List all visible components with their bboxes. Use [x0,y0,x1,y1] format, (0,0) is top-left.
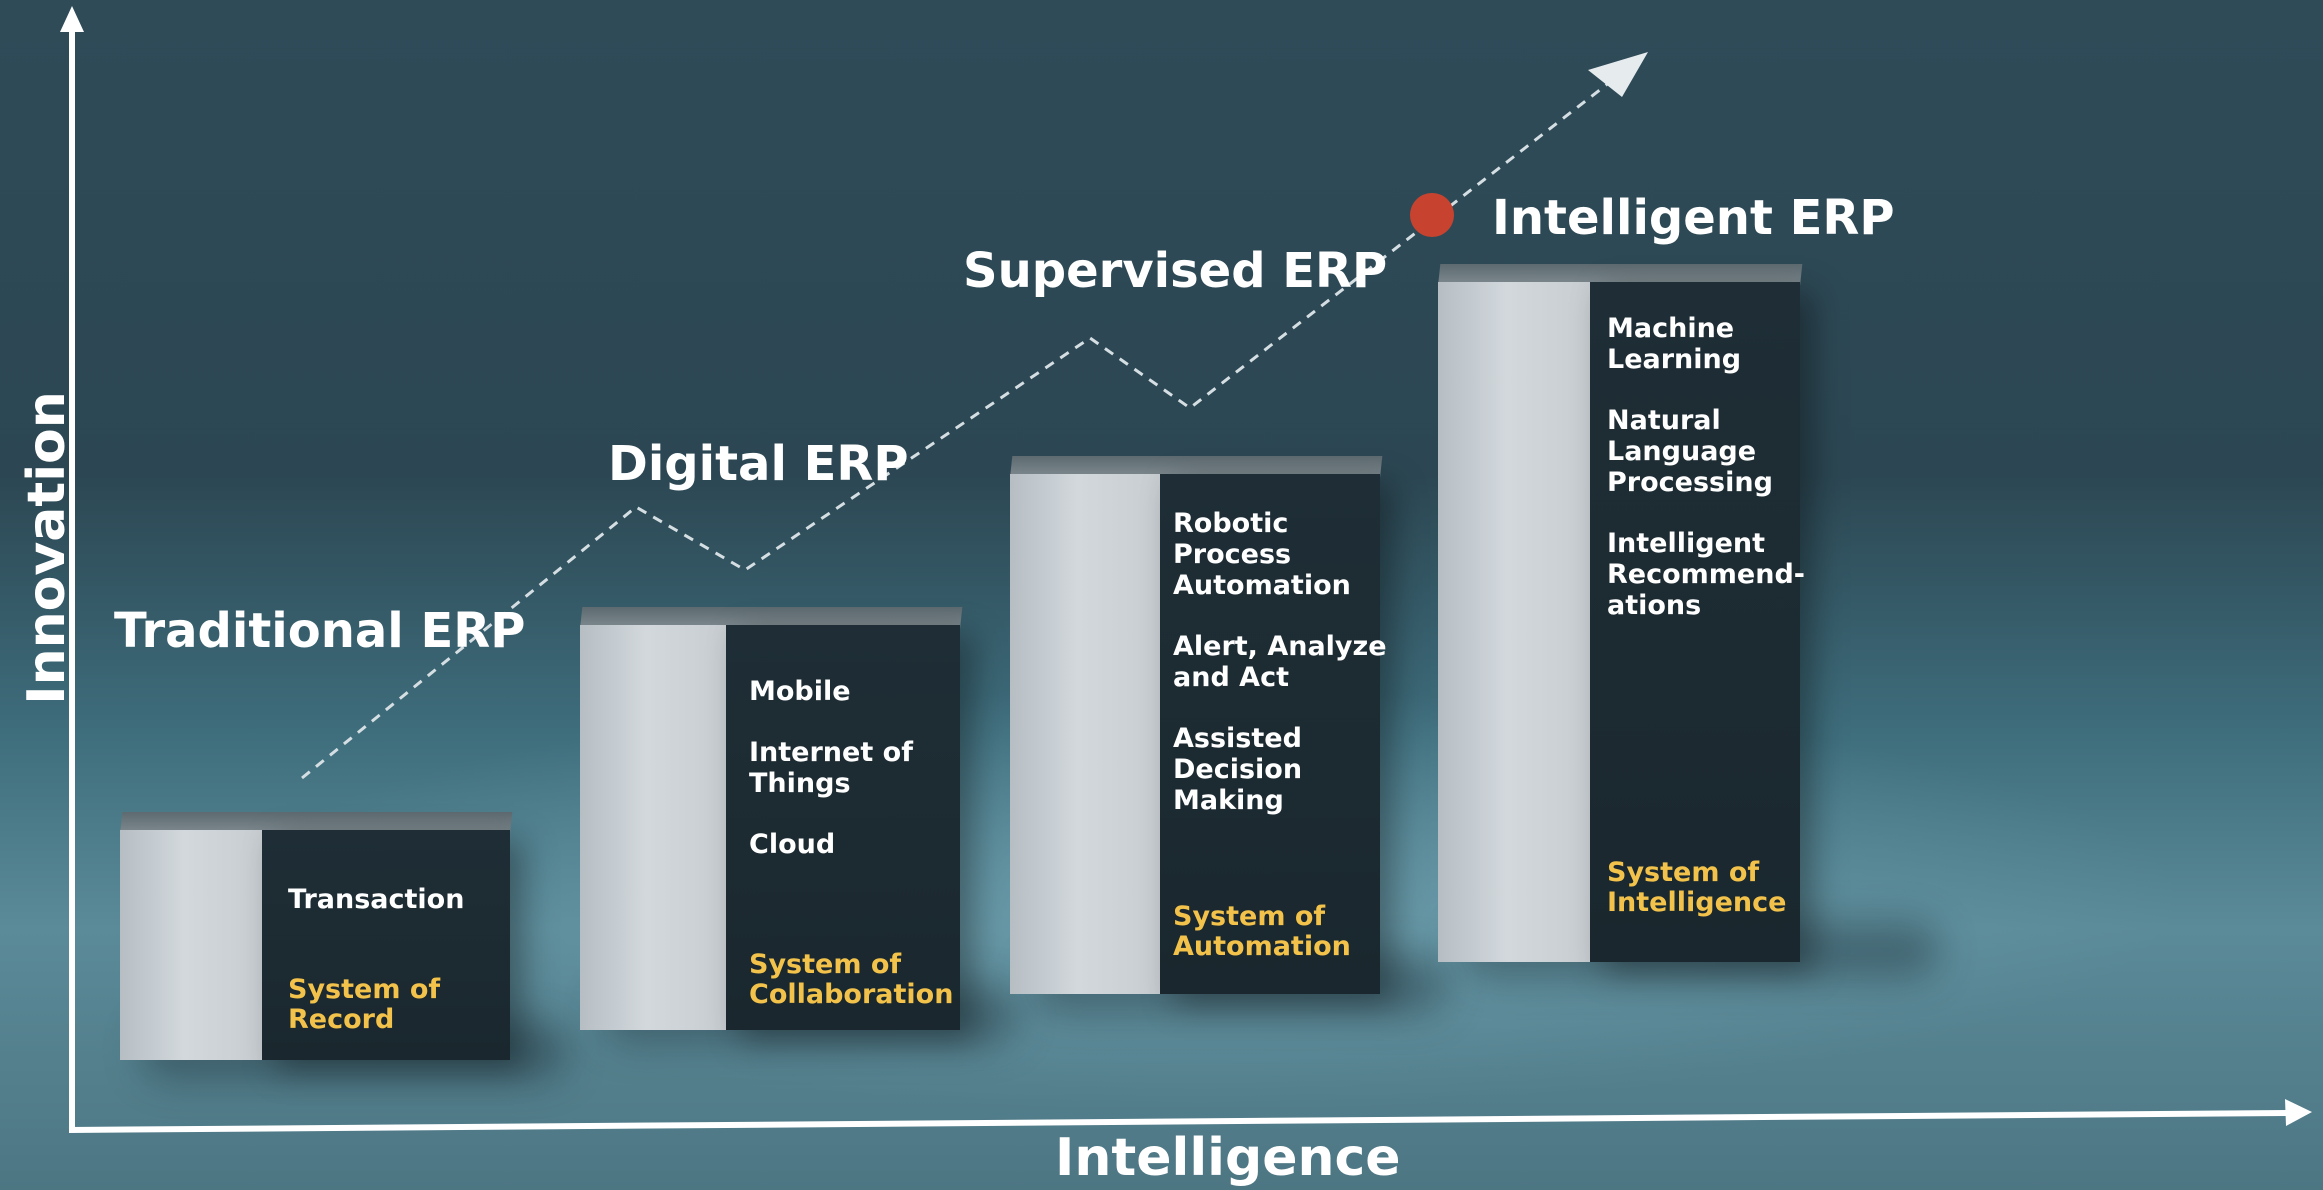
x-axis-line [68,1110,2291,1133]
stage-4-items: Machine Learning Natural Language Proces… [1607,313,1805,651]
growth-path [301,80,1611,780]
stage-2-system: System of Collaboration [749,949,954,1010]
stage-item: Mobile [749,676,851,707]
block-left-face [1438,282,1590,962]
y-axis-label: Innovation [16,391,77,705]
block-left-face [580,625,726,1030]
stage-3-system: System of Automation [1173,901,1351,962]
stage-2-items: Mobile Internet of Things Cloud [749,676,913,890]
stage-block-4 [1438,264,1803,962]
stage-4-system: System of Intelligence [1607,857,1787,918]
stage-block-2 [580,607,963,1030]
stage-item: Machine Learning [1607,313,1742,375]
stage-item: Intelligent Recommend- ations [1607,528,1805,621]
block-right-face [1590,282,1800,962]
current-stage-dot [1410,193,1454,237]
stage-1-system: System of Record [288,974,441,1035]
stage-item: Natural Language Processing [1607,405,1773,498]
block-right-face [1160,474,1380,994]
growth-arrowhead [1588,52,1648,97]
x-axis-arrowhead [2285,1099,2312,1126]
stage-block-3 [1010,456,1383,994]
stage-item: Assisted Decision Making [1173,723,1303,816]
stage-item: Robotic Process Automation [1173,508,1351,601]
x-axis-label: Intelligence [1055,1128,1401,1188]
stage-item: Alert, Analyze and Act [1173,631,1387,693]
block-left-face [120,830,262,1060]
stage-1-items: Transaction [288,884,464,945]
block-left-face [1010,474,1160,994]
y-axis-arrowhead [60,6,84,32]
stage-label-supervised: Supervised ERP [963,243,1388,299]
stage-item: Internet of Things [749,737,913,799]
stage-item: Cloud [749,829,836,860]
block-right-face [262,830,510,1060]
block-right-face [726,625,960,1030]
stage-item: Transaction [288,884,465,915]
stage-label-intelligent: Intelligent ERP [1492,190,1895,246]
stage-3-items: Robotic Process Automation Alert, Analyz… [1173,508,1387,846]
stage-label-traditional: Traditional ERP [114,603,526,659]
stage-block-1 [120,812,513,1060]
stage-label-digital: Digital ERP [608,436,909,492]
